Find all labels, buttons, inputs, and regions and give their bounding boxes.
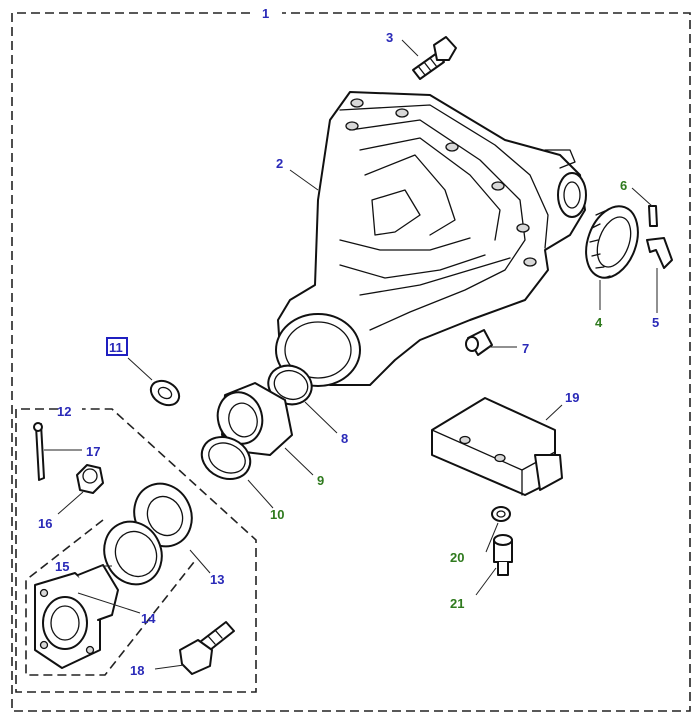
callout-18[interactable]: 18 bbox=[130, 663, 144, 678]
assembly-boundary bbox=[11, 12, 691, 712]
split-pin-17[interactable] bbox=[33, 422, 45, 481]
callout-20[interactable]: 20 bbox=[450, 550, 464, 565]
callouts: 1 2 3 4 5 6 7 8 9 10 11 12 13 14 15 16 1… bbox=[38, 6, 659, 678]
callout-10[interactable]: 10 bbox=[270, 507, 284, 522]
flange-bolt-18[interactable] bbox=[179, 621, 235, 675]
differential-housing[interactable] bbox=[275, 91, 587, 387]
callout-2[interactable]: 2 bbox=[276, 156, 283, 171]
callout-21[interactable]: 21 bbox=[450, 596, 464, 611]
callout-5[interactable]: 5 bbox=[652, 315, 659, 330]
callout-12[interactable]: 12 bbox=[57, 404, 71, 419]
callout-15[interactable]: 15 bbox=[55, 559, 69, 574]
deflector-15[interactable] bbox=[94, 512, 172, 594]
bearing-9[interactable] bbox=[212, 382, 293, 456]
washer-20[interactable] bbox=[491, 506, 511, 522]
callout-13[interactable]: 13 bbox=[210, 572, 224, 587]
dowel-pin-6[interactable] bbox=[648, 205, 658, 227]
callout-4[interactable]: 4 bbox=[595, 315, 603, 330]
callout-14[interactable]: 14 bbox=[141, 611, 156, 626]
nut-16[interactable] bbox=[76, 464, 104, 494]
callout-8[interactable]: 8 bbox=[341, 431, 348, 446]
seal-ring-10[interactable] bbox=[195, 429, 257, 486]
bearing-ring-4[interactable] bbox=[577, 199, 647, 285]
callout-9[interactable]: 9 bbox=[317, 473, 324, 488]
callout-11-highlight bbox=[106, 337, 128, 356]
washer-11[interactable] bbox=[147, 376, 184, 410]
kit-group-boundary bbox=[15, 408, 257, 693]
callout-7[interactable]: 7 bbox=[522, 341, 529, 356]
cap-screw-21[interactable] bbox=[493, 534, 513, 576]
callout-3[interactable]: 3 bbox=[386, 30, 393, 45]
callout-19[interactable]: 19 bbox=[565, 390, 579, 405]
bush-7[interactable] bbox=[465, 329, 493, 356]
bolt-3[interactable] bbox=[412, 36, 457, 80]
bracket-19[interactable] bbox=[431, 397, 563, 496]
callout-1[interactable]: 1 bbox=[262, 6, 269, 21]
l-pin-5[interactable] bbox=[646, 237, 673, 269]
flange-14[interactable] bbox=[34, 564, 119, 669]
callout-16[interactable]: 16 bbox=[38, 516, 52, 531]
callout-11[interactable]: 11 bbox=[109, 340, 123, 355]
leader-lines bbox=[44, 39, 658, 670]
callout-17[interactable]: 17 bbox=[86, 444, 100, 459]
callout-6[interactable]: 6 bbox=[620, 178, 627, 193]
